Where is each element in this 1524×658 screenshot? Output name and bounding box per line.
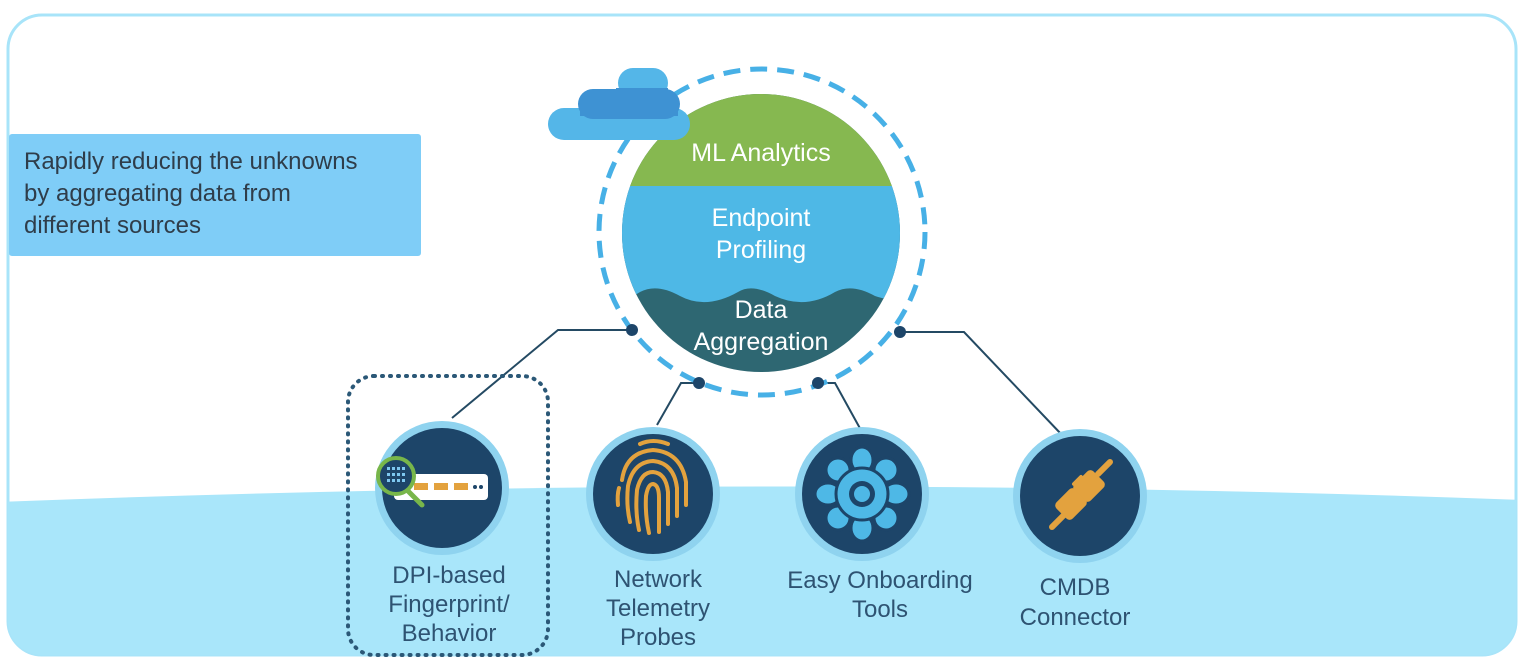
dpi-source-label-line: Fingerprint/ xyxy=(388,591,510,618)
callout-line: Rapidly reducing the unknowns xyxy=(24,148,358,175)
connector-dpi xyxy=(451,329,632,419)
gear-icon xyxy=(795,427,929,561)
endpoint-profiling-label-line: Profiling xyxy=(715,236,807,264)
endpoint-profiling-label-line: Endpoint xyxy=(711,204,811,232)
connector-dot xyxy=(693,377,705,389)
onboarding-source-label-line: Tools xyxy=(851,596,909,623)
callout-box: Rapidly reducing the unknowns by aggrega… xyxy=(9,134,421,256)
data-aggregation-label-line: Data xyxy=(734,296,788,324)
cloud-icon xyxy=(548,68,690,140)
callout-line: different sources xyxy=(24,212,201,239)
telemetry-source-label-line: Network xyxy=(613,566,703,593)
telemetry-source-label-line: Probes xyxy=(619,624,697,651)
fingerprint-icon xyxy=(586,427,720,561)
dpi-source-label-line: Behavior xyxy=(401,620,497,647)
ground-band xyxy=(8,486,1516,655)
connector-dot xyxy=(812,377,824,389)
dpi-fingerprint-icon xyxy=(375,421,509,555)
cmdb-source-label-line: Connector xyxy=(1019,604,1131,631)
callout-line: by aggregating data from xyxy=(24,180,291,207)
connector-dots xyxy=(626,324,906,389)
connector-cmdb xyxy=(900,331,1063,436)
telemetry-source-label-line: Telemetry xyxy=(605,595,711,622)
data-aggregation-label-line: Aggregation xyxy=(693,328,829,356)
ml-analytics-label: ML Analytics xyxy=(691,139,831,167)
cmdb-source-label-line: CMDB xyxy=(1039,574,1111,601)
connector-dot xyxy=(626,324,638,336)
profiling-layer xyxy=(622,186,900,303)
plug-connector-icon xyxy=(1013,429,1147,563)
connector-dot xyxy=(894,326,906,338)
dpi-source-label-line: DPI-based xyxy=(392,562,506,589)
hub-dashed-ring xyxy=(596,66,928,398)
dpi-highlight-box xyxy=(346,374,550,657)
onboarding-source-label-line: Easy Onboarding xyxy=(787,567,973,594)
